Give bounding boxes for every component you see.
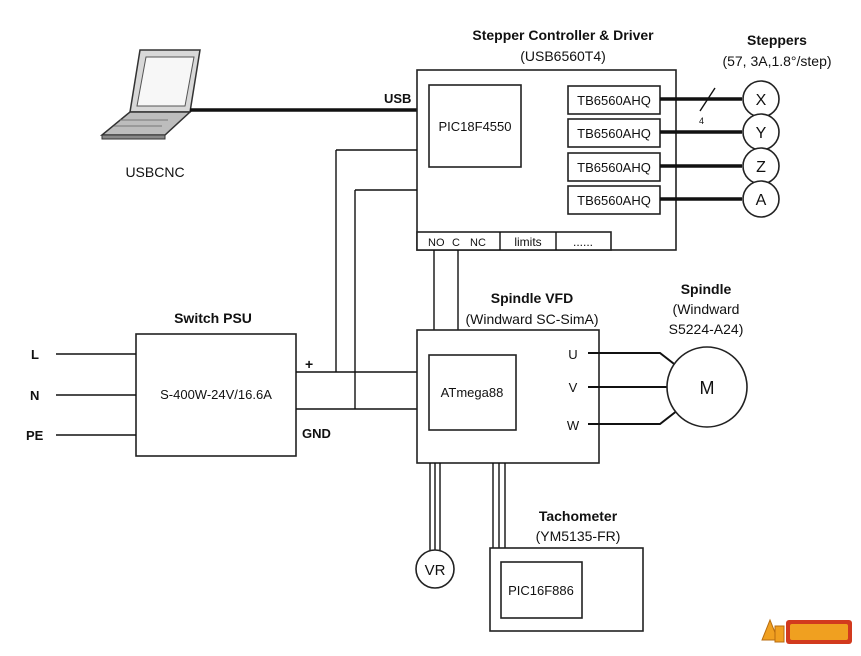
power-distribution-wires xyxy=(296,149,417,410)
mains-n-label: N xyxy=(30,388,39,403)
port-more-label: ...... xyxy=(573,235,593,249)
controller-mcu-label: PIC18F4550 xyxy=(439,119,512,134)
vr-wires xyxy=(429,463,441,552)
vfd-title: Spindle VFD xyxy=(491,290,573,306)
spindle-model-line1: (Windward xyxy=(673,301,740,317)
controller-model: (USB6560T4) xyxy=(520,48,606,64)
watermark-logo xyxy=(761,618,852,644)
port-no-label: NO xyxy=(428,237,445,249)
driver-chip xyxy=(567,152,661,182)
usb-label: USB xyxy=(384,91,411,106)
stepper-wires xyxy=(660,87,742,201)
mains-input-wires xyxy=(56,353,136,436)
psu-gnd-label: GND xyxy=(302,426,331,441)
phase-w-label: W xyxy=(567,418,580,433)
driver-chip-label: TB6560AHQ xyxy=(577,193,651,208)
wire-count-label: 4 xyxy=(699,116,704,126)
phase-wires xyxy=(588,352,679,425)
driver-chip-label: TB6560AHQ xyxy=(577,160,651,175)
phase-u-label: U xyxy=(568,347,577,362)
spindle-model-line2: S5224-A24) xyxy=(669,321,744,337)
tacho-title: Tachometer xyxy=(539,508,618,524)
stepper-axis-label: A xyxy=(756,192,767,209)
vr-label: VR xyxy=(425,562,446,579)
psu-title: Switch PSU xyxy=(174,310,252,326)
driver-chip xyxy=(567,118,661,148)
port-limits-label: limits xyxy=(514,235,541,249)
port-c-label: C xyxy=(452,237,460,249)
stepper-motors: X Y Z A xyxy=(742,80,780,218)
laptop-icon xyxy=(99,49,201,140)
steppers-title: Steppers xyxy=(747,32,807,48)
driver-chip xyxy=(567,85,661,115)
spindle-title: Spindle xyxy=(681,281,732,297)
stepper-axis-label: Y xyxy=(756,125,767,142)
controller-mcu-box xyxy=(428,84,522,168)
phase-v-label: V xyxy=(569,380,578,395)
vfd-model: (Windward SC-SimA) xyxy=(465,311,598,327)
driver-chip-label: TB6560AHQ xyxy=(577,93,651,108)
mains-pe-label: PE xyxy=(26,428,44,443)
tacho-mcu-label: PIC16F886 xyxy=(508,583,574,598)
psu-box xyxy=(135,333,297,457)
mains-l-label: L xyxy=(31,347,39,362)
vfd-mcu-label: ATmega88 xyxy=(441,385,504,400)
driver-chips: TB6560AHQ TB6560AHQ TB6560AHQ TB6560AHQ xyxy=(567,85,661,215)
steppers-spec: (57, 3A,1.8°/step) xyxy=(722,53,831,69)
tacho-mcu-box xyxy=(500,561,583,619)
stepper-axis-label: X xyxy=(756,92,767,109)
controller-title: Stepper Controller & Driver xyxy=(472,27,654,43)
relay-wires xyxy=(433,250,459,330)
driver-chip-label: TB6560AHQ xyxy=(577,126,651,141)
spindle-motor xyxy=(666,346,748,428)
stepper-motor-a xyxy=(742,180,780,218)
tacho-model: (YM5135-FR) xyxy=(536,528,621,544)
spindle-motor-label: M xyxy=(700,378,715,398)
controller-port-strip: NO C NC limits ...... xyxy=(416,231,612,251)
port-nc-label: NC xyxy=(470,237,486,249)
pc-label: USBCNC xyxy=(125,164,184,180)
potentiometer xyxy=(415,549,455,589)
psu-model: S-400W-24V/16.6A xyxy=(160,387,272,402)
tacho-wires xyxy=(492,463,506,548)
driver-chip xyxy=(567,185,661,215)
stepper-axis-label: Z xyxy=(756,159,766,176)
psu-plus-label: + xyxy=(305,356,313,372)
vfd-mcu-box xyxy=(428,354,517,431)
